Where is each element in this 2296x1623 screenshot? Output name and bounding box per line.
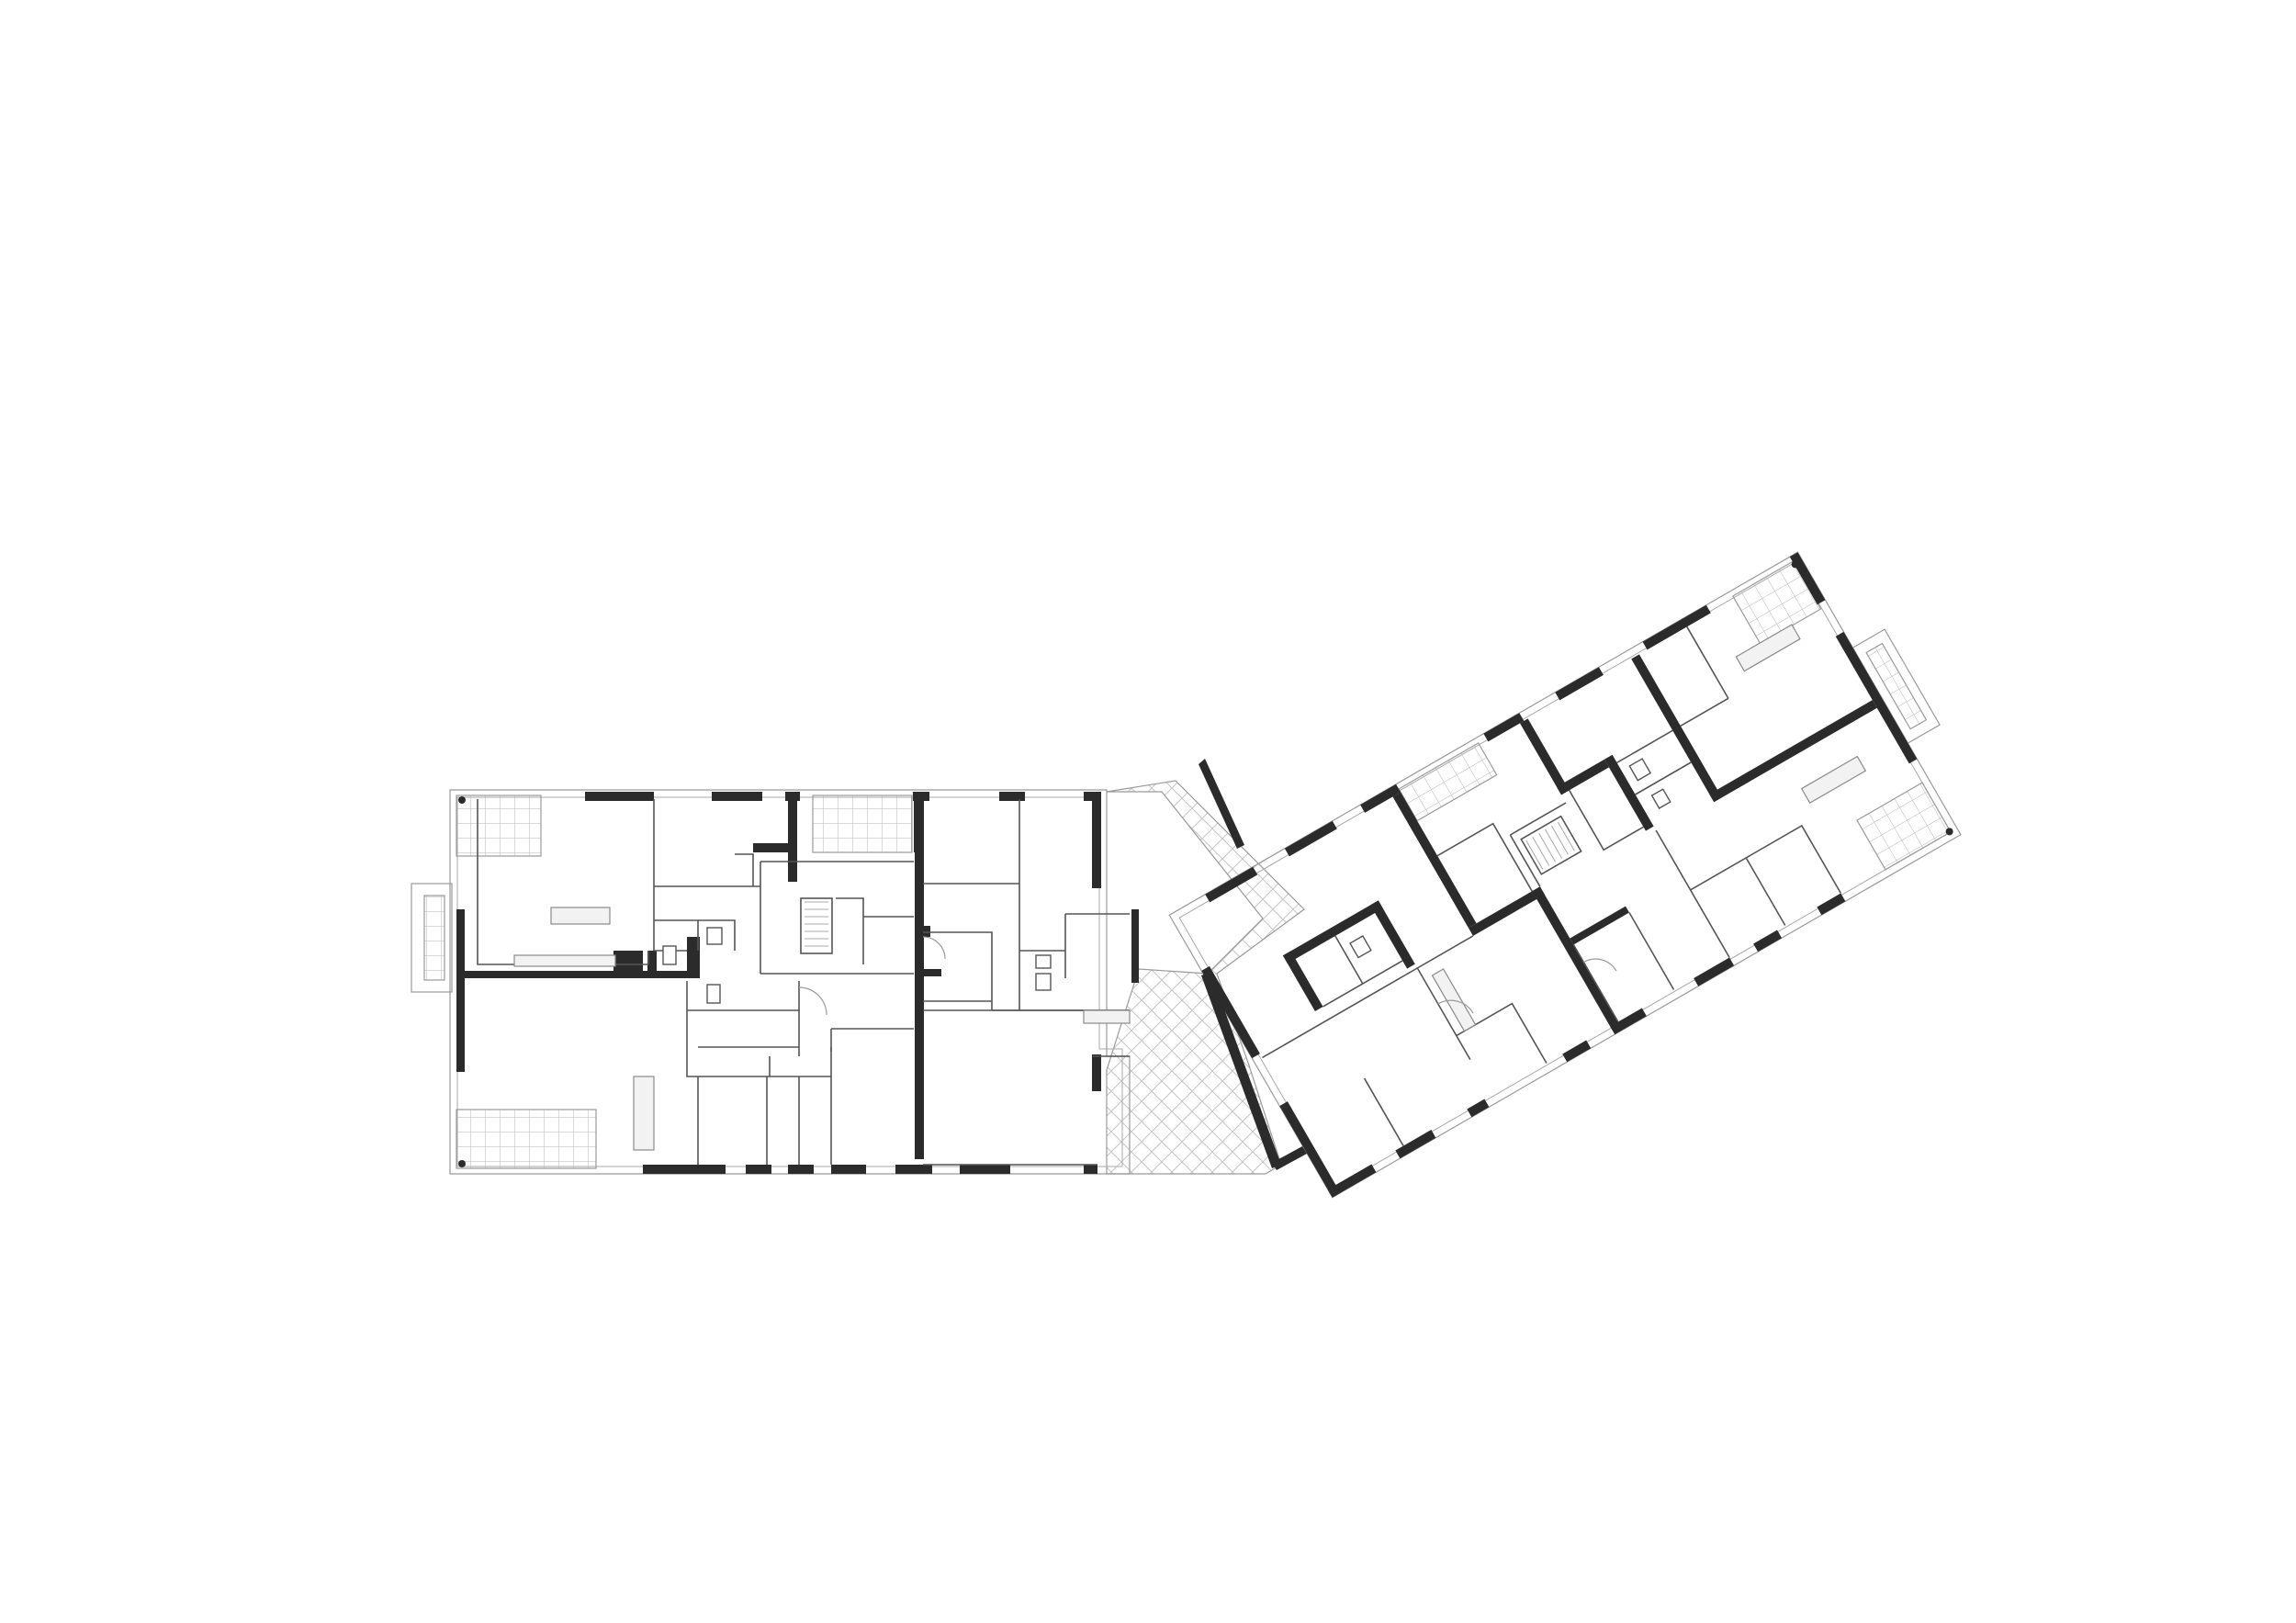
- wing-junction-walls: [1199, 759, 1307, 1170]
- counter: [513, 954, 616, 967]
- terrace-nw: [456, 795, 542, 857]
- bay-window: [411, 883, 453, 993]
- toilet-fixture: [1650, 788, 1671, 809]
- toilet-fixture: [1035, 954, 1052, 969]
- toilet-fixture: [706, 984, 721, 1004]
- toilet-fixture: [1035, 973, 1052, 991]
- terrace-sw: [456, 1109, 597, 1169]
- counter: [1083, 1009, 1131, 1024]
- toilet-fixture: [706, 927, 723, 945]
- toilet-fixture: [1628, 758, 1652, 782]
- load-bearing-walls: [1201, 552, 1918, 1198]
- column: [458, 796, 466, 804]
- toilet-fixture: [662, 945, 677, 965]
- kitchen-island: [550, 907, 611, 925]
- partition-walls: [1262, 624, 1867, 1146]
- kitchen-island: [1800, 755, 1867, 805]
- column: [458, 1160, 466, 1167]
- entrance-canopy: [812, 795, 913, 853]
- toilet-fixture: [1349, 935, 1372, 959]
- angled-wing: [1168, 551, 1962, 1199]
- straight-wing: [411, 789, 1139, 1175]
- load-bearing-walls: [456, 792, 1139, 1174]
- terrace-se: [1856, 782, 1952, 871]
- kitchen-island: [633, 1076, 655, 1151]
- kitchen-island: [1735, 624, 1801, 672]
- angled-wing-outline: [1168, 551, 1962, 1199]
- partition-walls: [477, 799, 1131, 1166]
